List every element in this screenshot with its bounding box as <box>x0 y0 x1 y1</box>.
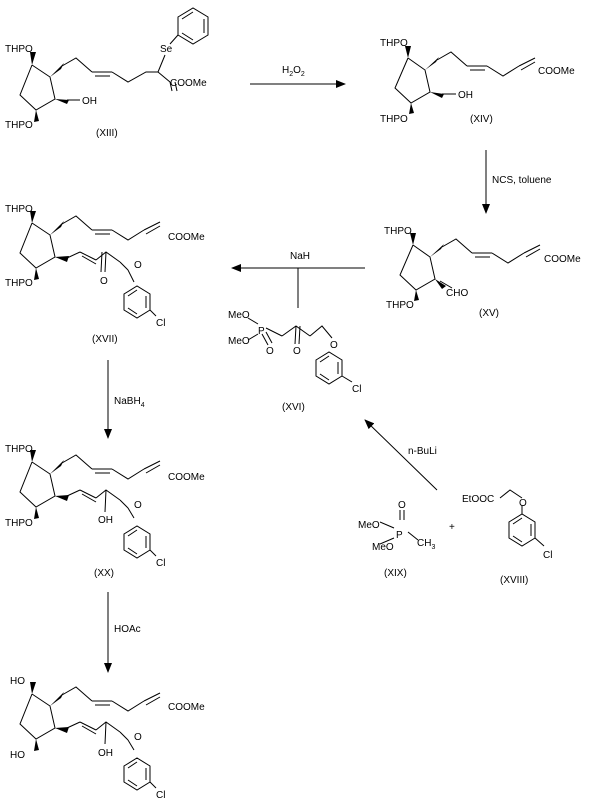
reagent-nah: NaH <box>290 251 310 262</box>
cl-label: Cl <box>156 318 165 329</box>
plus-sign: + <box>449 522 455 533</box>
meo-top-label: MeO <box>228 310 250 321</box>
compound-XVI: MeO MeO P O O O Cl (XVI) <box>228 310 361 413</box>
ether-o-label: O <box>330 340 338 351</box>
meo-bottom-label: MeO <box>372 542 394 553</box>
compound-XIX: MeO MeO P O CH3 (XIX) <box>358 500 435 579</box>
thpo-bottom-label: THPO <box>5 120 33 131</box>
compound-label: (XIV) <box>470 114 493 125</box>
thpo-top-label: THPO <box>384 226 412 237</box>
compound-XX: THPO THPO OH O Cl COOMe (XX) <box>5 444 205 579</box>
ether-o-label: O <box>134 732 142 743</box>
compound-XVIII: EtOOC O Cl (XVIII) <box>462 489 552 586</box>
oh-label: OH <box>98 748 113 759</box>
ho-top-label: HO <box>10 676 25 687</box>
ester-label: COOMe <box>168 232 205 243</box>
compound-label: (XIII) <box>96 128 118 139</box>
thpo-bottom-label: THPO <box>380 114 408 125</box>
compound-final: HO HO OH O Cl COOMe <box>10 676 205 801</box>
oh-label: OH <box>98 515 113 526</box>
po-label: O <box>398 500 406 511</box>
cho-label: CHO <box>446 288 468 299</box>
cl-label: Cl <box>352 384 361 395</box>
compound-label: (XVII) <box>92 334 118 345</box>
thpo-top-label: THPO <box>5 444 33 455</box>
reagent-nabh4: NaBH4 <box>114 396 145 409</box>
ester-label: COOMe <box>168 702 205 713</box>
compound-label: (XV) <box>479 308 499 319</box>
p-label: P <box>258 326 265 337</box>
compound-label: (XVIII) <box>500 575 528 586</box>
reagent-nbuli: n-BuLi <box>408 446 437 457</box>
carbonyl-o-label: O <box>293 346 301 357</box>
oh-label: OH <box>82 96 97 107</box>
compound-XIV: THPO THPO OH COOMe (XIV) <box>380 38 575 125</box>
ester-label: COOMe <box>168 472 205 483</box>
compound-label: (XX) <box>94 568 114 579</box>
se-label: Se <box>160 44 173 55</box>
reagent-h2o2: H2O2 <box>282 65 305 78</box>
carbonyl-o-label: O <box>100 276 108 287</box>
compound-XIII: THPO THPO OH Se COOMe (XIII) <box>5 7 209 139</box>
reagent-hoac: HOAc <box>114 624 141 635</box>
arrow-xv-to-xvii <box>231 264 365 308</box>
compound-XVII: THPO THPO O O Cl COOMe (XVII) <box>5 204 205 345</box>
ester-label: COOMe <box>538 66 575 77</box>
meo-bottom-label: MeO <box>228 336 250 347</box>
cl-label: Cl <box>543 550 552 561</box>
cl-label: Cl <box>156 558 165 569</box>
thpo-bottom-label: THPO <box>5 278 33 289</box>
ether-o-label: O <box>134 260 142 271</box>
ester-label: COOMe <box>544 254 581 265</box>
po-label: O <box>266 346 274 357</box>
etooc-label: EtOOC <box>462 494 494 505</box>
thpo-bottom-label: THPO <box>5 518 33 529</box>
ch3-label: CH3 <box>417 538 435 551</box>
ho-bottom-label: HO <box>10 750 25 761</box>
thpo-top-label: THPO <box>380 38 408 49</box>
reagent-ncs: NCS, toluene <box>492 175 552 186</box>
compound-label: (XIX) <box>384 568 407 579</box>
p-label: P <box>396 530 403 541</box>
thpo-top-label: THPO <box>5 44 33 55</box>
ester-label: COOMe <box>170 78 207 89</box>
meo-top-label: MeO <box>358 520 380 531</box>
ether-o-label: O <box>134 500 142 511</box>
compound-label: (XVI) <box>282 402 305 413</box>
compound-XV: THPO THPO CHO COOMe (XV) <box>384 226 581 319</box>
oh-label: OH <box>458 90 473 101</box>
arrow-xix-to-xvi <box>364 419 438 491</box>
thpo-bottom-label: THPO <box>386 300 414 311</box>
cl-label: Cl <box>156 790 165 801</box>
ether-o-label: O <box>519 498 527 509</box>
thpo-top-label: THPO <box>5 204 33 215</box>
